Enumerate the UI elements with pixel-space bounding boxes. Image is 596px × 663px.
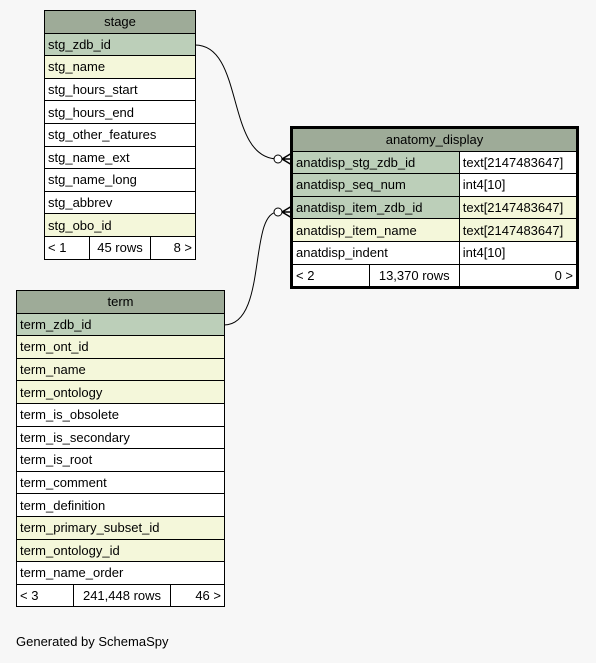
- term-column[interactable]: term_definition: [16, 493, 225, 517]
- term-column[interactable]: term_ontology: [16, 380, 225, 404]
- term-column[interactable]: term_primary_subset_id: [16, 515, 225, 540]
- stage-column[interactable]: stg_abbrev: [44, 190, 196, 215]
- stage-column[interactable]: stg_hours_start: [44, 77, 196, 102]
- anatomy-display-column[interactable]: anatdisp_stg_zdb_id: [291, 150, 460, 175]
- term-column[interactable]: term_is_obsolete: [16, 402, 225, 427]
- anatomy-display-column[interactable]: anatdisp_seq_num: [291, 173, 460, 197]
- anatomy-display-row-count: 13,370 rows: [368, 263, 460, 289]
- term-column[interactable]: term_name: [16, 357, 225, 382]
- stage-column[interactable]: stg_name_long: [44, 168, 196, 192]
- term-children-link[interactable]: 46 >: [170, 583, 225, 608]
- anatomy-display-column-type: text[2147483647]: [458, 218, 579, 242]
- term-column[interactable]: term_comment: [16, 470, 225, 495]
- anatomy-display-children-link[interactable]: 0 >: [458, 263, 579, 289]
- stage-table-title[interactable]: stage: [44, 10, 196, 34]
- stage-row-count: 45 rows: [89, 235, 151, 260]
- stage-column[interactable]: stg_obo_id: [44, 213, 196, 237]
- term-column[interactable]: term_is_secondary: [16, 425, 225, 450]
- term-column[interactable]: term_name_order: [16, 561, 225, 585]
- anatomy-display-table[interactable]: anatomy_display anatdisp_stg_zdb_id text…: [290, 126, 579, 290]
- anatomy-display-table-title[interactable]: anatomy_display: [291, 127, 578, 152]
- anatomy-display-column-type: int4[10]: [458, 240, 579, 265]
- connector-optional-marker: [273, 154, 283, 164]
- anatomy-display-column[interactable]: anatdisp_item_name: [291, 218, 460, 242]
- term-column[interactable]: term_ont_id: [16, 335, 225, 359]
- stage-parents-link[interactable]: < 1: [44, 235, 90, 260]
- term-column[interactable]: term_zdb_id: [16, 312, 225, 337]
- stage-children-link[interactable]: 8 >: [150, 235, 196, 260]
- anatomy-display-parents-link[interactable]: < 2: [291, 263, 370, 289]
- term-to-anatomy-display-connector: [223, 211, 279, 326]
- anatomy-display-column-type: int4[10]: [458, 173, 579, 197]
- stage-column[interactable]: stg_hours_end: [44, 100, 196, 124]
- anatomy-display-column[interactable]: anatdisp_indent: [291, 240, 460, 265]
- generated-by-text: Generated by SchemaSpy: [16, 634, 169, 649]
- term-column[interactable]: term_ontology_id: [16, 538, 225, 563]
- term-column[interactable]: term_is_root: [16, 448, 225, 472]
- stage-column[interactable]: stg_name: [44, 55, 196, 79]
- connector-optional-marker: [273, 207, 283, 217]
- stage-to-anatomy-display-connector: [194, 44, 279, 160]
- stage-table[interactable]: stage stg_zdb_id stg_name stg_hours_star…: [44, 10, 196, 260]
- stage-column[interactable]: stg_zdb_id: [44, 32, 196, 57]
- anatomy-display-column-type: text[2147483647]: [458, 150, 579, 175]
- anatomy-display-column-type: text[2147483647]: [458, 195, 579, 220]
- stage-column[interactable]: stg_name_ext: [44, 145, 196, 170]
- term-parents-link[interactable]: < 3: [16, 583, 74, 608]
- term-table-title[interactable]: term: [16, 290, 225, 314]
- term-table[interactable]: term term_zdb_id term_ont_id term_name t…: [16, 290, 225, 608]
- stage-column[interactable]: stg_other_features: [44, 122, 196, 147]
- term-row-count: 241,448 rows: [73, 583, 171, 608]
- anatomy-display-column[interactable]: anatdisp_item_zdb_id: [291, 195, 460, 220]
